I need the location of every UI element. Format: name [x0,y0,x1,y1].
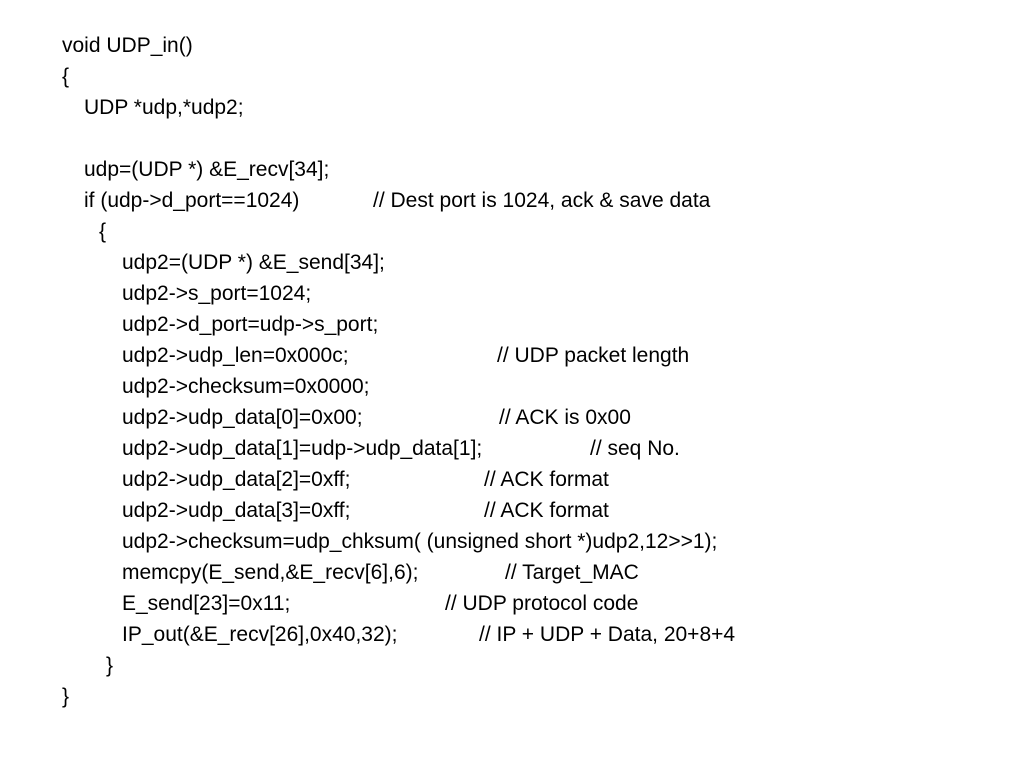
code-comment: // ACK is 0x00 [499,406,631,429]
code-text: { [99,220,107,243]
code-text: udp2->checksum=udp_chksum( (unsigned sho… [122,530,718,553]
code-text: udp2->s_port=1024; [122,282,312,305]
code-text: udp2->udp_data[1]=udp->udp_data[1]; [122,437,483,460]
code-text: udp2->udp_data[3]=0xff; [122,499,351,522]
code-line: if (udp->d_port==1024) // Dest port is 1… [62,185,710,216]
code-text: memcpy(E_send,&E_recv[6],6); [122,561,419,584]
code-text: { [62,65,70,88]
code-text: E_send[23]=0x11; [122,592,291,615]
code-line: { [62,61,97,92]
code-listing: void UDP_in() { UDP *udp,*udp2; udp=(UDP… [62,30,735,712]
code-comment: // UDP packet length [497,344,690,367]
code-line: } [62,650,113,681]
code-line: udp2->s_port=1024; [62,278,311,309]
code-line: udp=(UDP *) &E_recv[34]; [62,154,329,185]
code-line: } [62,681,97,712]
code-line: { [62,216,106,247]
code-comment: // Dest port is 1024, ack & save data [373,189,711,212]
code-text: udp2->udp_data[0]=0x00; [122,406,363,429]
code-text: udp2->udp_len=0x000c; [122,344,349,367]
code-text: udp2->checksum=0x0000; [122,375,370,398]
code-line: udp2->udp_data[0]=0x00; // ACK is 0x00 [62,402,631,433]
code-line: udp2->udp_data[2]=0xff; // ACK format [62,464,609,495]
code-text: udp2=(UDP *) &E_send[34]; [122,251,385,274]
code-text: void UDP_in() [62,34,193,57]
code-text: udp=(UDP *) &E_recv[34]; [84,158,330,181]
code-line: udp2->checksum=0x0000; [62,371,370,402]
code-line: udp2->checksum=udp_chksum( (unsigned sho… [62,526,717,557]
code-text: IP_out(&E_recv[26],0x40,32); [122,623,398,646]
code-text: udp2->udp_data[2]=0xff; [122,468,351,491]
code-comment: // UDP protocol code [445,592,639,615]
code-comment: // ACK format [484,468,609,491]
code-line: udp2=(UDP *) &E_send[34]; [62,247,385,278]
code-text: if (udp->d_port==1024) [84,189,300,212]
code-text: udp2->d_port=udp->s_port; [122,313,379,336]
code-comment: // ACK format [484,499,609,522]
blank-line [62,123,97,154]
code-comment: // IP + UDP + Data, 20+8+4 [479,623,736,646]
code-line: E_send[23]=0x11; // UDP protocol code [62,588,638,619]
code-comment: // seq No. [590,437,680,460]
code-text: UDP *udp,*udp2; [84,96,244,119]
code-text: } [62,685,70,708]
code-comment: // Target_MAC [505,561,639,584]
code-line: udp2->udp_data[3]=0xff; // ACK format [62,495,609,526]
code-line: memcpy(E_send,&E_recv[6],6); // Target_M… [62,557,639,588]
code-text: } [106,654,114,677]
code-line: udp2->d_port=udp->s_port; [62,309,378,340]
code-line: UDP *udp,*udp2; [62,92,244,123]
code-line: udp2->udp_data[1]=udp->udp_data[1]; // s… [62,433,680,464]
code-line: void UDP_in() [62,30,193,61]
code-line: IP_out(&E_recv[26],0x40,32); // IP + UDP… [62,619,735,650]
code-line: udp2->udp_len=0x000c; // UDP packet leng… [62,340,689,371]
